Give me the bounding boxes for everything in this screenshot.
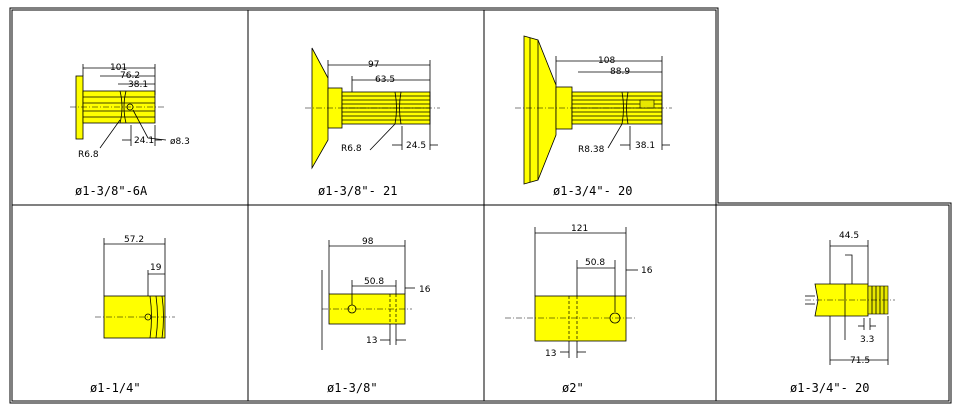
- dim-r8-38: R8.38: [578, 145, 605, 155]
- dimension-lines: [829, 240, 889, 365]
- outer-frame: [9, 7, 952, 404]
- dimension-lines: [327, 60, 438, 151]
- dim-dia-8-3: ø8.3: [170, 137, 190, 147]
- dim-13: 13: [366, 336, 377, 346]
- panel-caption: ø1-3/8": [327, 381, 378, 395]
- shaft-drawing: [305, 47, 440, 170]
- dim-24-5: 24.5: [406, 141, 426, 151]
- panel-3: 108 88.9 38.1 R8.38 ø1-3/4"- 20: [515, 35, 672, 198]
- dim-88-9: 88.9: [610, 67, 630, 77]
- panel-2: 97 63.5 24.5 R6.8 ø1-3/8"- 21: [305, 47, 440, 198]
- dim-r6-8: R6.8: [341, 144, 362, 154]
- panel-5: 98 50.8 16 13 ø1-3/8": [321, 237, 431, 395]
- dim-76-2: 76.2: [120, 71, 140, 81]
- dim-24-1: 24.1: [134, 136, 154, 146]
- dim-44-5: 44.5: [839, 231, 859, 241]
- dim-16: 16: [641, 266, 653, 276]
- panel-1: 101 76.2 38.1 24.1 ø8.3 R6.8 ø1-3/8"-6A: [70, 63, 190, 198]
- shaft-drawing: [70, 75, 165, 140]
- shaft-drawing: [805, 283, 895, 317]
- shaft-drawing: [322, 293, 412, 325]
- dim-101: 101: [110, 63, 127, 73]
- dim-108: 108: [598, 56, 615, 66]
- panel-caption: ø1-3/4"- 20: [790, 381, 869, 395]
- dimension-lines: [534, 227, 638, 358]
- panel-caption: ø2": [562, 381, 584, 395]
- dim-13: 13: [545, 349, 556, 359]
- panel-caption: ø1-3/8"-6A: [75, 184, 148, 198]
- dimension-lines: [555, 56, 670, 150]
- dim-57-2: 57.2: [124, 235, 144, 245]
- dimension-lines: [103, 238, 166, 296]
- panel-6: 121 50.8 16 13 ø2": [505, 224, 653, 395]
- dim-50-8: 50.8: [364, 277, 384, 287]
- dim-71-5: 71.5: [850, 356, 870, 366]
- dim-121: 121: [571, 224, 588, 234]
- dim-3-3: 3.3: [860, 335, 874, 345]
- shaft-drawing: [515, 35, 672, 185]
- dim-50-8: 50.8: [585, 258, 605, 268]
- dimension-lines: [321, 240, 415, 350]
- panel-4: 57.2 19 ø1-1/4": [90, 235, 175, 395]
- dim-r6-8: R6.8: [78, 150, 99, 160]
- shaft-drawing: [505, 295, 636, 342]
- shaft-drawing: [95, 295, 175, 339]
- panel-caption: ø1-3/8"- 21: [318, 184, 397, 198]
- dim-19: 19: [150, 263, 162, 273]
- panel-7: 44.5 3.3 71.5 ø1-3/4"- 20: [790, 231, 895, 395]
- panel-caption: ø1-1/4": [90, 381, 141, 395]
- dim-38-1: 38.1: [128, 80, 148, 90]
- dim-98: 98: [362, 237, 374, 247]
- dim-16: 16: [419, 285, 431, 295]
- panel-caption: ø1-3/4"- 20: [553, 184, 632, 198]
- dim-38-1: 38.1: [635, 141, 655, 151]
- dim-97: 97: [368, 60, 379, 70]
- dim-63-5: 63.5: [375, 75, 395, 85]
- dimension-lines: [82, 64, 167, 149]
